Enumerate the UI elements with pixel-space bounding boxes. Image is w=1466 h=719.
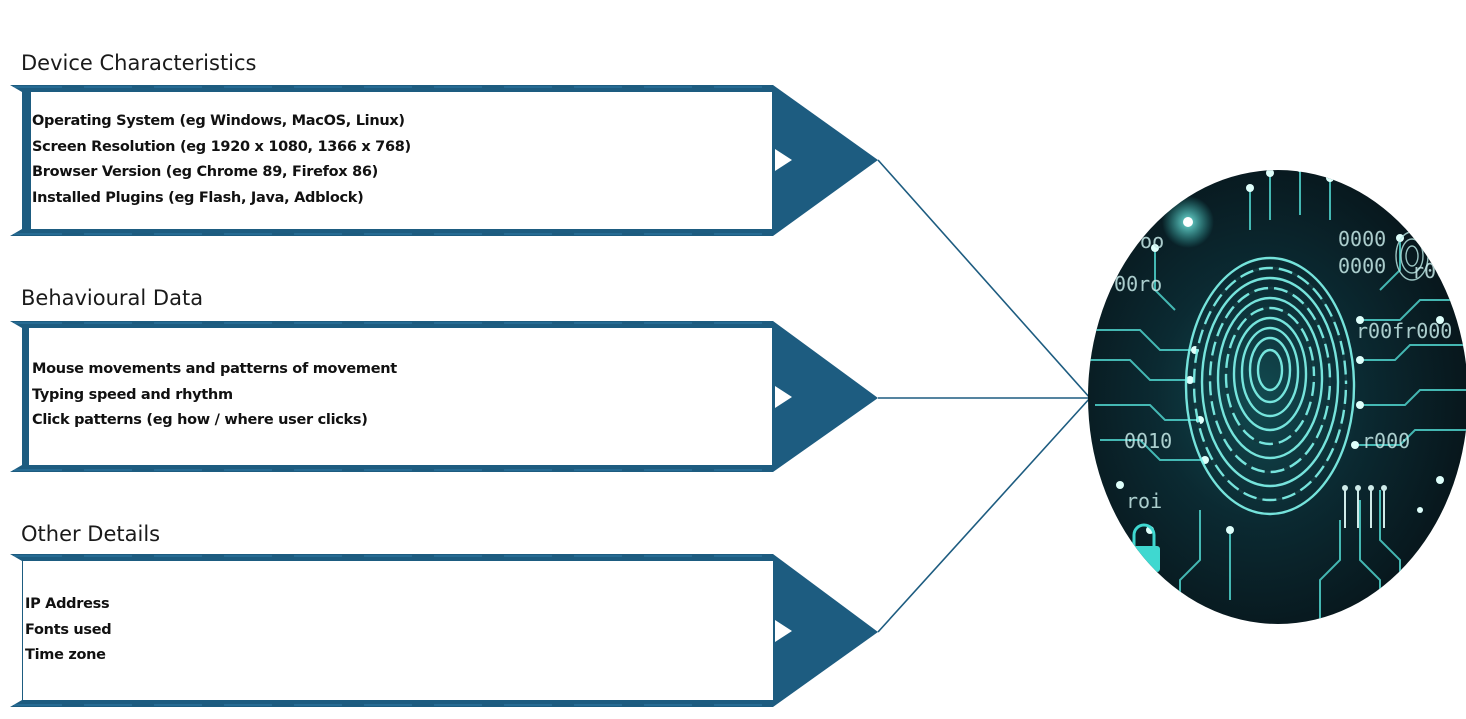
connector-line-3 bbox=[877, 397, 1091, 633]
chip-icon bbox=[1344, 488, 1385, 528]
circuit-label: 0000 bbox=[1338, 254, 1386, 278]
content-box-behavioural bbox=[29, 328, 772, 465]
arrow-notch-device bbox=[775, 149, 792, 171]
arrow-notches bbox=[775, 149, 792, 642]
section-title-behavioural: Behavioural Data bbox=[21, 286, 204, 310]
list-item: Operating System (eg Windows, MacOS, Lin… bbox=[32, 113, 405, 129]
section-title-device: Device Characteristics bbox=[21, 51, 257, 75]
list-item: IP Address bbox=[25, 596, 110, 612]
border-highlights bbox=[14, 86, 770, 706]
connector-line-1 bbox=[877, 159, 1091, 399]
circuit-label: r000 bbox=[1362, 429, 1410, 453]
section-title-other: Other Details bbox=[21, 522, 161, 546]
arrow-notch-other bbox=[775, 620, 792, 642]
circuit-label: r00fr000 bbox=[1356, 319, 1452, 343]
fingerprint-circuit-image: 0000 0000 r000 roo r00fr000 0010 r000 r00ro roi bbox=[1088, 170, 1466, 624]
list-item: Time zone bbox=[25, 647, 106, 663]
circuit-label: r00ro bbox=[1102, 272, 1162, 296]
list-item: Screen Resolution (eg 1920 x 1080, 1366 … bbox=[32, 138, 411, 155]
item-list-device: Operating System (eg Windows, MacOS, Lin… bbox=[32, 109, 411, 211]
list-item: Fonts used bbox=[25, 621, 112, 638]
circuit-label: 0010 bbox=[1124, 429, 1172, 453]
circuit-label: r000 bbox=[1412, 259, 1460, 283]
circuit-label: roi bbox=[1126, 489, 1162, 513]
list-item: Click patterns (eg how / where user clic… bbox=[32, 412, 368, 428]
list-item: Browser Version (eg Chrome 89, Firefox 8… bbox=[32, 164, 378, 180]
item-list-behavioural: Mouse movements and patterns of movement… bbox=[32, 357, 397, 434]
arrow-notch-behavioural bbox=[775, 386, 792, 408]
connector-lines bbox=[877, 159, 1091, 633]
content-box-device bbox=[31, 92, 772, 229]
list-item: Typing speed and rhythm bbox=[32, 386, 233, 403]
content-boxes bbox=[23, 92, 773, 700]
item-list-other: IP Address Fonts used Time zone bbox=[25, 592, 112, 669]
list-item: Installed Plugins (eg Flash, Java, Adblo… bbox=[32, 189, 364, 206]
circuit-label: 0000 bbox=[1338, 227, 1386, 251]
list-item: Mouse movements and patterns of movement bbox=[32, 361, 397, 377]
content-box-other bbox=[23, 561, 773, 700]
circuit-label: roo bbox=[1128, 229, 1164, 253]
